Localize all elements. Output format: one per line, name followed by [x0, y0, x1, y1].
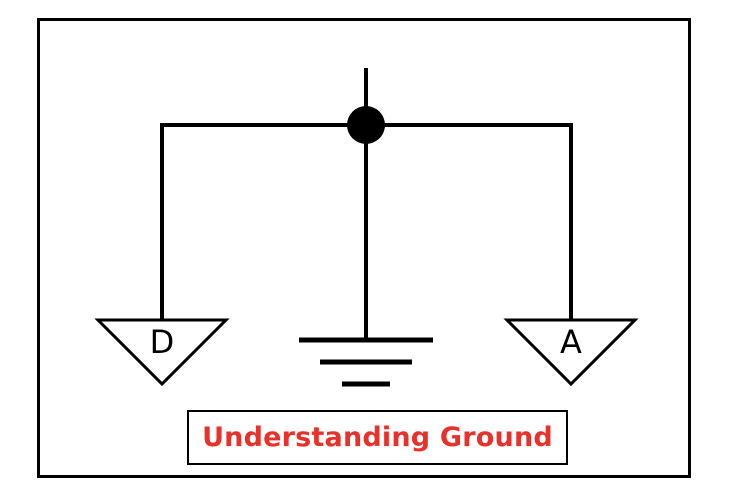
digital-ground-label: D: [150, 323, 175, 361]
analog-ground-symbol: A: [503, 318, 639, 387]
caption-box: Understanding Ground: [187, 410, 568, 465]
diagram-caption: Understanding Ground: [202, 422, 553, 453]
analog-ground-label: A: [560, 323, 582, 361]
earth-ground-symbol: [299, 337, 433, 387]
digital-ground-symbol: D: [94, 318, 230, 387]
